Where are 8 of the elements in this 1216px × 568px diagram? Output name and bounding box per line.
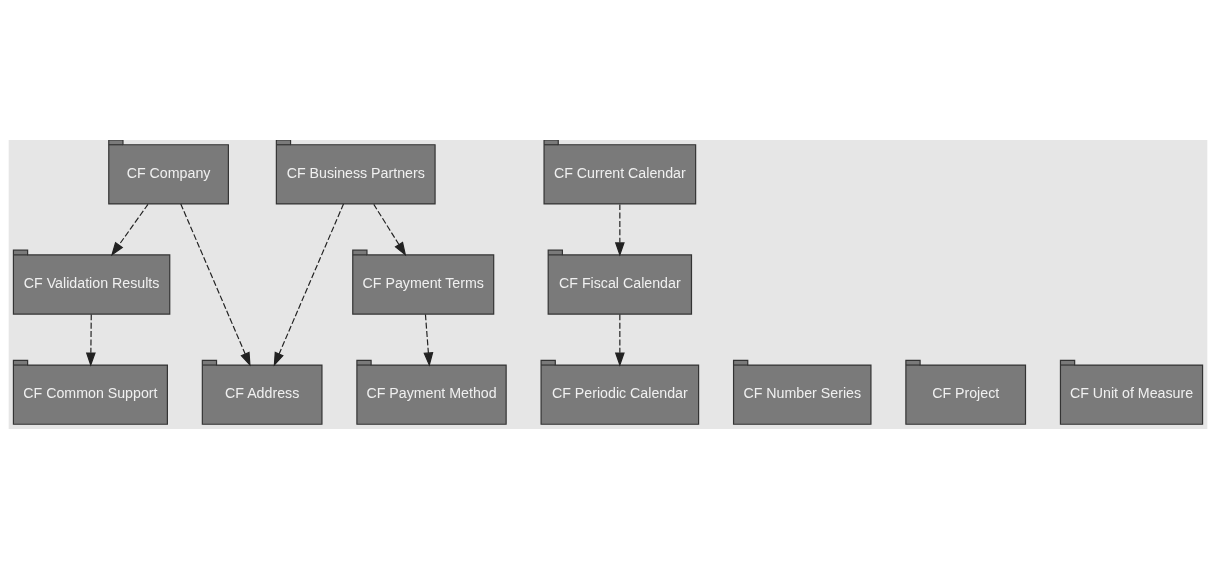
arrow (85, 313, 96, 367)
arrow (110, 203, 149, 256)
arrow (614, 313, 625, 367)
arrow (273, 202, 345, 367)
arrow (614, 203, 625, 256)
arrow (373, 203, 407, 256)
arrow (180, 202, 251, 367)
arrow (423, 313, 434, 367)
